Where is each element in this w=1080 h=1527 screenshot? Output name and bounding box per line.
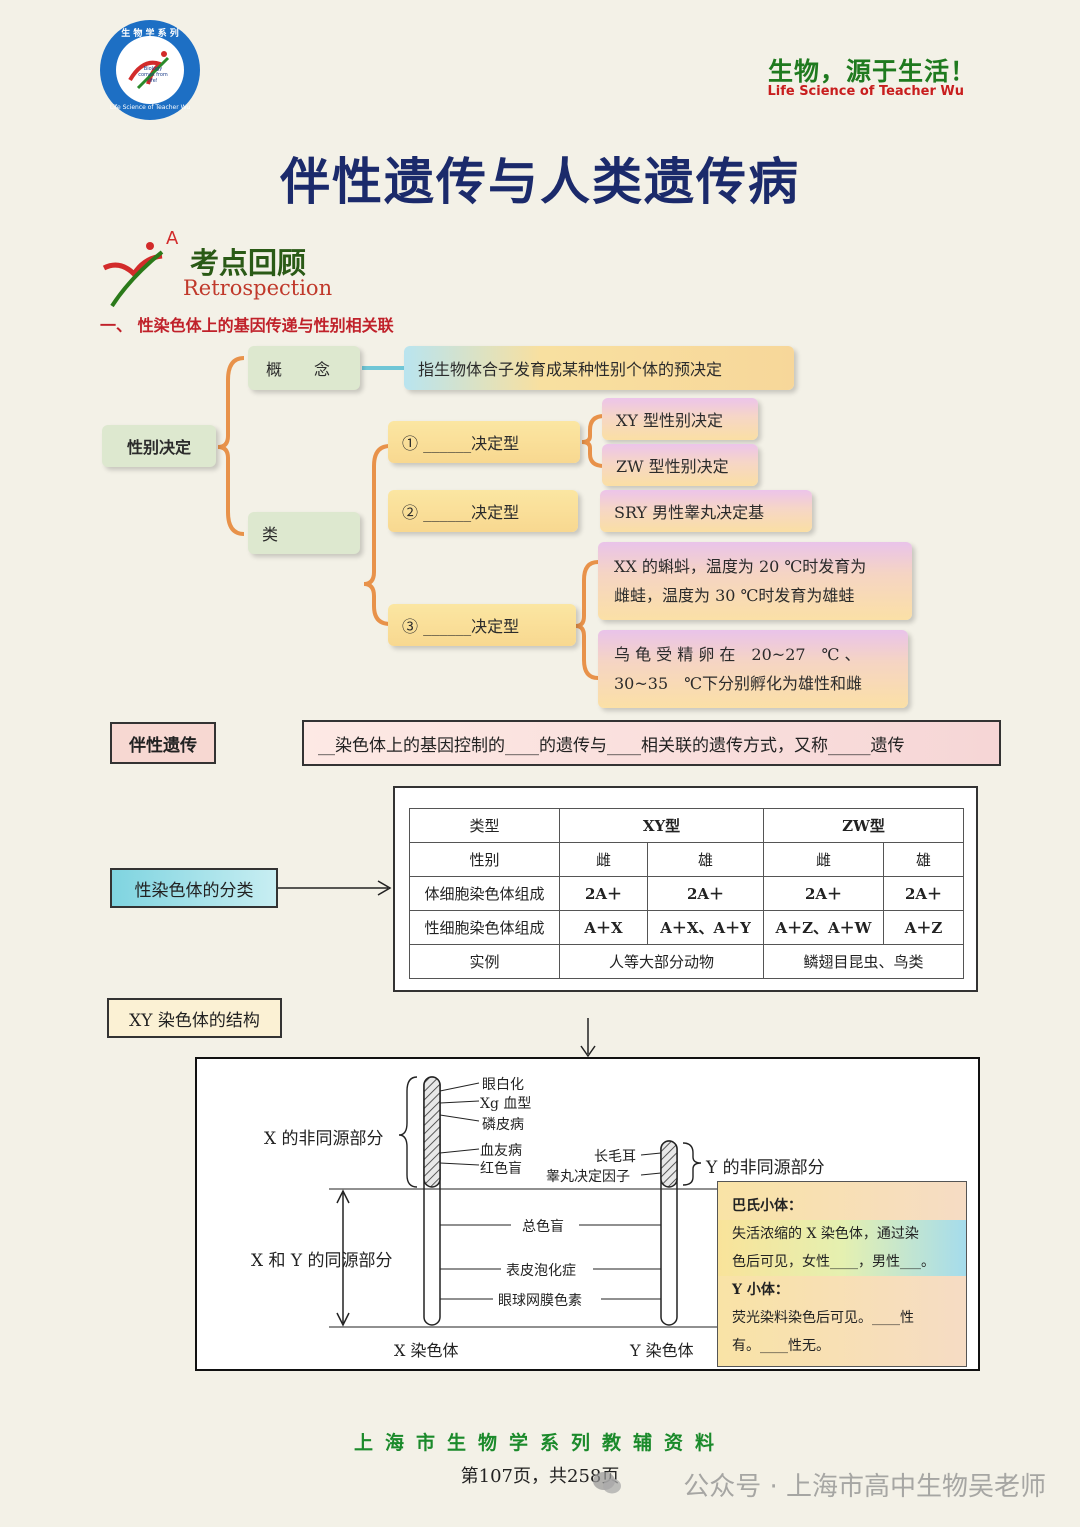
- barr-title: 巴氏小体：: [732, 1198, 802, 1214]
- table-cell: 实例: [409, 944, 560, 979]
- logo-text: 生 物 学 系 列 Life Science of Teacher Wu Bio…: [109, 29, 191, 111]
- shared-gene-retinal: 眼球网膜色素: [498, 1293, 582, 1309]
- table-cell: 人等大部分动物: [559, 944, 764, 979]
- type3-box: ③ ______决定型: [388, 604, 576, 646]
- y-nonhomologous-label: Y 的非同源部分: [706, 1158, 825, 1178]
- turtle-line2: 30~35 ℃下分别孵化为雄性和雌: [614, 674, 863, 693]
- table-cell: 鳞翅目昆虫、鸟类: [763, 944, 964, 979]
- type3-item-turtle: 乌 龟 受 精 卵 在 20~27 ℃ 、 30~35 ℃下分别孵化为雄性和雌: [598, 630, 908, 708]
- shared-gene-total-colorblind: 总色盲: [522, 1219, 564, 1235]
- table-cell: 2A＋: [647, 876, 764, 911]
- x-chromosome-label: X 染色体: [394, 1341, 459, 1360]
- sex-linked-label: 伴性遗传: [110, 722, 216, 764]
- x-nonhomologous-label: X 的非同源部分: [264, 1129, 384, 1149]
- section-heading: 一、 性染色体上的基因传递与性别相关联: [100, 316, 394, 335]
- table-cell: A＋X: [559, 910, 648, 945]
- type2-item-sry: SRY 男性睾丸决定基: [600, 490, 812, 532]
- table-cell: A＋Z、A＋W: [763, 910, 884, 945]
- slogan-en: Life Science of Teacher Wu: [767, 84, 964, 99]
- classification-table: 类型 XY型 ZW型 性别 雌 雄 雌 雄 体细胞染色体组成 2A＋ 2A＋ 2…: [409, 808, 964, 979]
- shared-gene-epidermolysis: 表皮泡化症: [506, 1263, 576, 1279]
- review-title: 考点回顾: [190, 246, 307, 280]
- table-row: 性细胞染色体组成 A＋X A＋X、A＋Y A＋Z、A＋W A＋Z: [409, 910, 964, 945]
- table-cell: 2A＋: [559, 876, 648, 911]
- frog-line1: XX 的蝌蚪，温度为 20 ℃时发育为: [614, 557, 867, 576]
- table-cell: 体细胞染色体组成: [409, 876, 560, 911]
- type3-item-frog: XX 的蝌蚪，温度为 20 ℃时发育为 雌蛙，温度为 30 ℃时发育为雄蛙: [598, 542, 912, 620]
- table-header-zw: ZW型: [763, 808, 964, 843]
- type2-box: ② ______决定型: [388, 490, 578, 532]
- y-body-line2: 有。____性无。: [732, 1338, 830, 1354]
- x-gene-ichthyosis: 磷皮病: [482, 1117, 524, 1133]
- barr-line1: 失活浓缩的 X 染色体，通过染: [732, 1226, 919, 1242]
- concept-label: 概 念: [248, 346, 360, 390]
- wechat-icon: [593, 1472, 621, 1494]
- table-cell: A＋Z: [883, 910, 964, 945]
- table-header-xy-female: 雌: [559, 842, 648, 877]
- y-chromosome-label: Y 染色体: [630, 1341, 694, 1360]
- table-cell: A＋X、A＋Y: [647, 910, 764, 945]
- frog-line2: 雌蛙，温度为 30 ℃时发育为雄蛙: [614, 586, 855, 605]
- barr-body-desc: 失活浓缩的 X 染色体，通过染 色后可见，女性____，男性___。: [718, 1220, 966, 1276]
- x-gene-colorblind: 红色盲: [480, 1161, 522, 1177]
- table-header-zw-male: 雄: [883, 842, 964, 877]
- x-gene-albinism: 眼白化: [482, 1077, 524, 1093]
- slogan: 生物，源于生活！: [767, 57, 976, 86]
- table-header-xy-male: 雄: [647, 842, 764, 877]
- y-body-title: Y 小体：: [732, 1282, 789, 1298]
- x-gene-xg: Xg 血型: [480, 1096, 532, 1112]
- table-row: 体细胞染色体组成 2A＋ 2A＋ 2A＋ 2A＋: [409, 876, 964, 911]
- type-label: 类: [248, 512, 360, 554]
- table-header-type: 类型: [409, 808, 560, 843]
- y-gene-tdf: 睾丸决定因子: [546, 1169, 630, 1185]
- concept-definition: 指生物体合子发育成某种性别个体的预决定: [404, 346, 794, 390]
- footer-page-number: 第107页，共258页: [460, 1466, 620, 1487]
- arrow-to-table: [278, 880, 392, 896]
- root-sex-determination: 性别决定: [102, 425, 216, 467]
- review-subtitle: Retrospection: [183, 276, 333, 300]
- table-header-sex: 性别: [409, 842, 560, 877]
- table-cell: 2A＋: [883, 876, 964, 911]
- table-header-zw-female: 雌: [763, 842, 884, 877]
- type1-box: ① ______决定型: [388, 421, 580, 463]
- y-gene-hairy-ear: 长毛耳: [594, 1149, 636, 1165]
- review-mark: A: [166, 228, 179, 249]
- xy-homologous-label: X 和 Y 的同源部分: [251, 1251, 393, 1271]
- x-gene-hemophilia: 血友病: [480, 1143, 522, 1159]
- table-header-xy: XY型: [559, 808, 764, 843]
- page-title: 伴性遗传与人类遗传病: [280, 152, 800, 211]
- classification-label: 性染色体的分类: [110, 868, 278, 908]
- teacher-wu-logo: [100, 20, 200, 120]
- table-cell: 2A＋: [763, 876, 884, 911]
- arrow-down: [580, 1018, 596, 1058]
- chromosome-drawing: [329, 1076, 755, 1328]
- turtle-line1: 乌 龟 受 精 卵 在 20~27 ℃ 、: [614, 645, 861, 664]
- barr-body-box: 巴氏小体： 失活浓缩的 X 染色体，通过染 色后可见，女性____，男性___。…: [717, 1181, 967, 1367]
- retrospection-icon: [102, 242, 164, 308]
- y-body-line1: 荧光染料染色后可见。____性: [732, 1310, 914, 1326]
- xy-structure-label: XY 染色体的结构: [107, 998, 282, 1038]
- sex-linked-definition: __染色体上的基因控制的____的遗传与____相关联的遗传方式，又称_____…: [302, 720, 1001, 766]
- table-cell: 性细胞染色体组成: [409, 910, 560, 945]
- footer-series: 上海市生物学系列教辅资料: [353, 1432, 726, 1454]
- table-row: 实例 人等大部分动物 鳞翅目昆虫、鸟类: [409, 944, 964, 979]
- barr-line2: 色后可见，女性____，男性___。: [732, 1254, 935, 1270]
- classification-table-frame: 类型 XY型 ZW型 性别 雌 雄 雌 雄 体细胞染色体组成 2A＋ 2A＋ 2…: [393, 786, 978, 992]
- type1-item-zw: ZW 型性别决定: [602, 444, 758, 486]
- type1-item-xy: XY 型性别决定: [602, 398, 758, 440]
- watermark: 公众号 · 上海市高中生物吴老师: [683, 1472, 1046, 1502]
